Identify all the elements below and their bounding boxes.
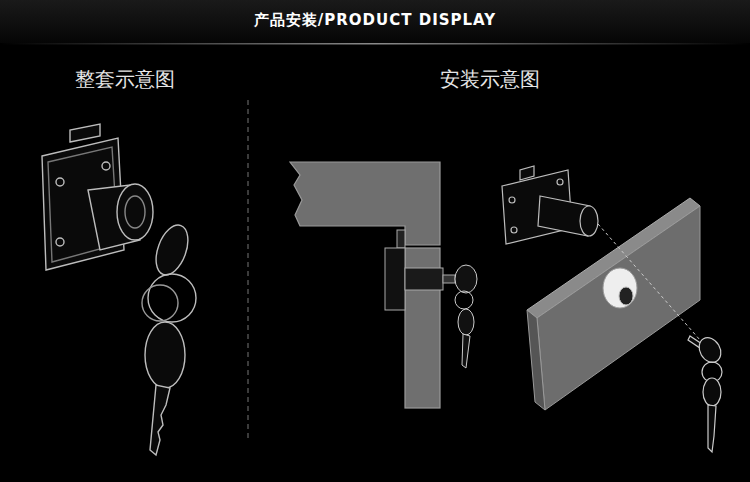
exploded-view xyxy=(502,166,725,452)
assembly-line xyxy=(598,224,700,340)
panel-side xyxy=(527,310,545,410)
section-label: 整套示意图 xyxy=(75,66,175,93)
cylinder-face xyxy=(619,287,633,305)
key-ring xyxy=(148,274,196,322)
cylinder-face xyxy=(117,184,153,240)
lock-full-set xyxy=(42,124,196,455)
screw-hole xyxy=(557,179,563,185)
panel-face xyxy=(537,206,700,410)
header-band xyxy=(0,0,750,44)
section-view xyxy=(290,162,477,408)
key-ring xyxy=(142,285,178,321)
lock-body xyxy=(385,248,405,310)
panel-hole xyxy=(603,268,637,308)
key-blade xyxy=(462,334,470,368)
key-head xyxy=(145,322,185,388)
screw-hole xyxy=(511,227,517,233)
cylinder-face xyxy=(580,206,598,236)
divider-line xyxy=(248,100,249,440)
key-head xyxy=(695,334,725,367)
key-blade xyxy=(150,385,170,455)
key-ring xyxy=(455,291,473,309)
lock-bolt xyxy=(70,124,100,142)
screw-hole xyxy=(102,162,110,170)
screw-hole xyxy=(56,238,64,246)
lock-bolt xyxy=(397,230,405,248)
key-shank xyxy=(443,275,455,283)
lock-cylinder xyxy=(405,268,443,290)
keyway xyxy=(125,196,145,228)
lock-bolt xyxy=(520,166,534,180)
key-head xyxy=(458,309,474,335)
screw-hole xyxy=(56,178,64,186)
section-label: 安装示意图 xyxy=(440,66,540,93)
key-blade xyxy=(708,405,716,452)
key-head xyxy=(703,378,721,406)
page-title: 产品安装/PRODUCT DISPLAY xyxy=(0,11,750,30)
key-head xyxy=(455,265,477,293)
header-rule xyxy=(0,43,750,45)
screw-hole xyxy=(509,197,515,203)
key-head xyxy=(150,221,194,279)
desk-top xyxy=(290,162,440,245)
